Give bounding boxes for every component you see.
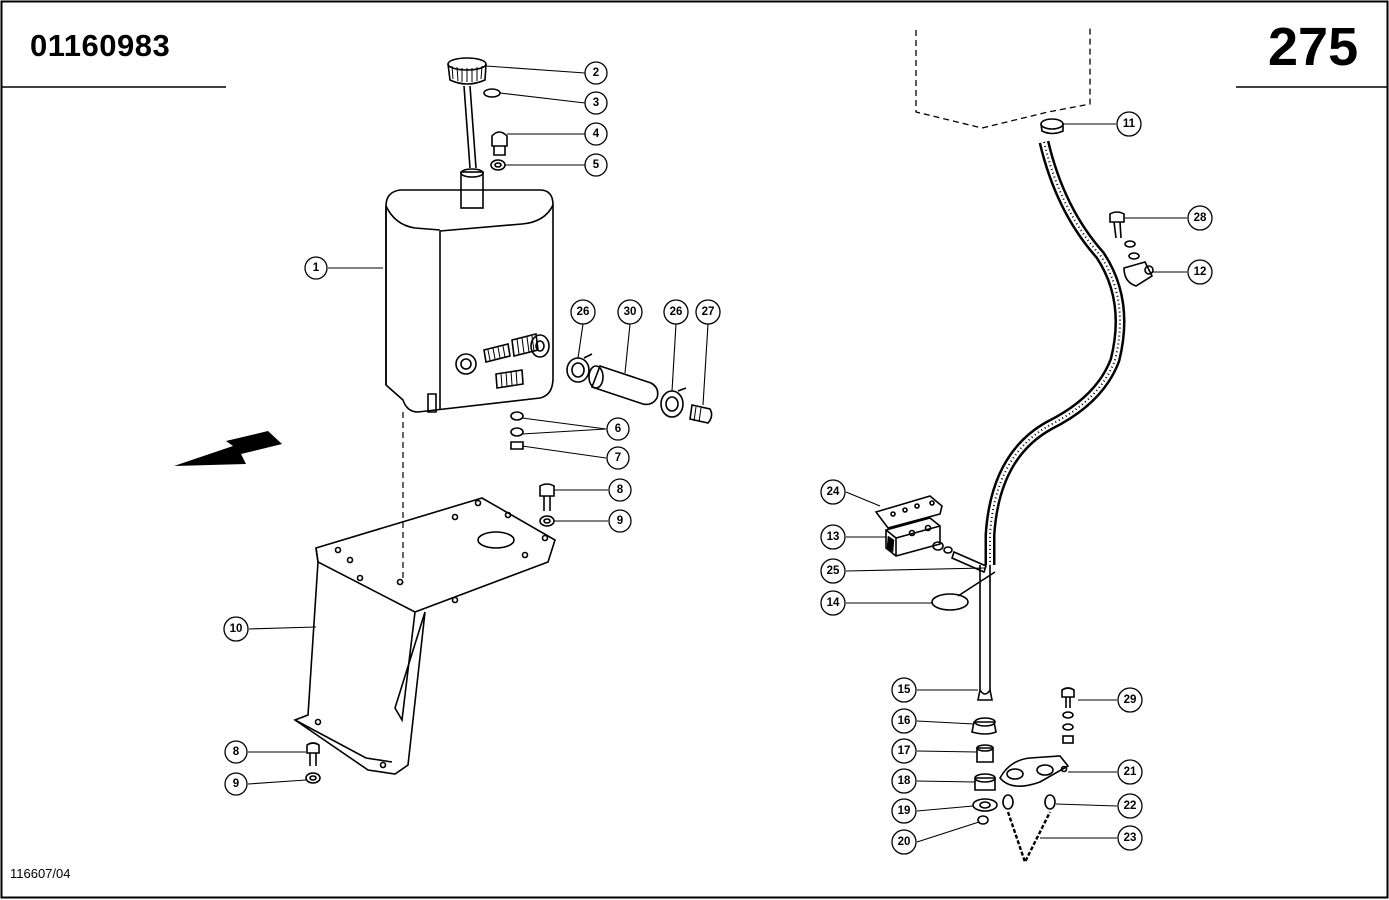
svg-text:29: 29 [1124,694,1137,706]
svg-text:20: 20 [898,836,911,848]
callout-10: 10 [223,616,249,642]
callout-18: 18 [891,768,917,794]
callout-6: 6 [606,417,630,441]
callout-25: 25 [820,558,846,584]
svg-text:14: 14 [827,597,840,609]
callout-3: 3 [584,91,608,115]
callout-8-lower: 8 [224,740,248,764]
svg-text:15: 15 [898,684,911,696]
callout-12: 12 [1187,259,1213,285]
callout-5: 5 [584,153,608,177]
callout-9-upper: 9 [608,509,632,533]
svg-text:11: 11 [1123,118,1136,130]
callout-11: 11 [1116,111,1142,137]
svg-text:4: 4 [593,128,600,140]
direction-arrow [174,431,282,466]
svg-text:12: 12 [1194,266,1207,278]
callout-9-lower: 9 [224,772,248,796]
svg-text:27: 27 [702,306,715,318]
svg-text:26: 26 [670,306,683,318]
svg-text:10: 10 [230,623,243,635]
svg-text:8: 8 [233,746,240,758]
callout-8-upper: 8 [608,478,632,502]
callout-27: 27 [695,299,721,325]
svg-text:3: 3 [593,97,599,109]
callout-15: 15 [891,677,917,703]
svg-text:13: 13 [827,531,840,543]
callout-24: 24 [820,479,846,505]
callouts: 2 3 4 5 1 26 30 26 27 6 7 8 9 10 8 9 11 … [223,61,1213,855]
svg-text:2: 2 [593,67,599,79]
svg-text:23: 23 [1124,832,1137,844]
svg-text:24: 24 [827,486,840,498]
svg-text:17: 17 [898,745,911,757]
svg-text:9: 9 [233,778,239,790]
callout-23: 23 [1117,825,1143,851]
callout-28: 28 [1187,205,1213,231]
svg-text:8: 8 [617,484,624,496]
svg-text:6: 6 [615,423,621,435]
callout-20: 20 [891,829,917,855]
svg-text:9: 9 [617,515,623,527]
svg-text:28: 28 [1194,212,1207,224]
page-number: 275 [1268,17,1359,77]
callout-19: 19 [891,798,917,824]
svg-text:16: 16 [898,715,911,727]
callout-2: 2 [584,61,608,85]
svg-text:25: 25 [827,565,840,577]
callout-22: 22 [1117,793,1143,819]
svg-text:21: 21 [1124,766,1137,778]
reservoir-assembly [293,57,713,784]
callout-1: 1 [304,256,328,280]
svg-text:22: 22 [1124,800,1137,812]
hose-assembly [874,25,1154,866]
callout-26-left: 26 [570,299,596,325]
callout-26-right: 26 [663,299,689,325]
part-number: 01160983 [30,28,171,63]
callout-14: 14 [820,590,846,616]
svg-text:18: 18 [898,775,911,787]
callout-13: 13 [820,524,846,550]
svg-text:26: 26 [577,306,590,318]
callout-7: 7 [606,446,630,470]
svg-text:30: 30 [624,306,637,318]
callout-16: 16 [891,708,917,734]
callout-17: 17 [891,738,917,764]
callout-21: 21 [1117,759,1143,785]
svg-text:1: 1 [313,262,320,274]
leader-lines [247,65,1187,843]
callout-29: 29 [1117,687,1143,713]
callout-4: 4 [584,122,608,146]
svg-text:5: 5 [593,159,600,171]
callout-30: 30 [617,299,643,325]
drawing-code: 116607/04 [10,866,71,881]
svg-text:7: 7 [615,452,621,464]
svg-text:19: 19 [898,805,911,817]
